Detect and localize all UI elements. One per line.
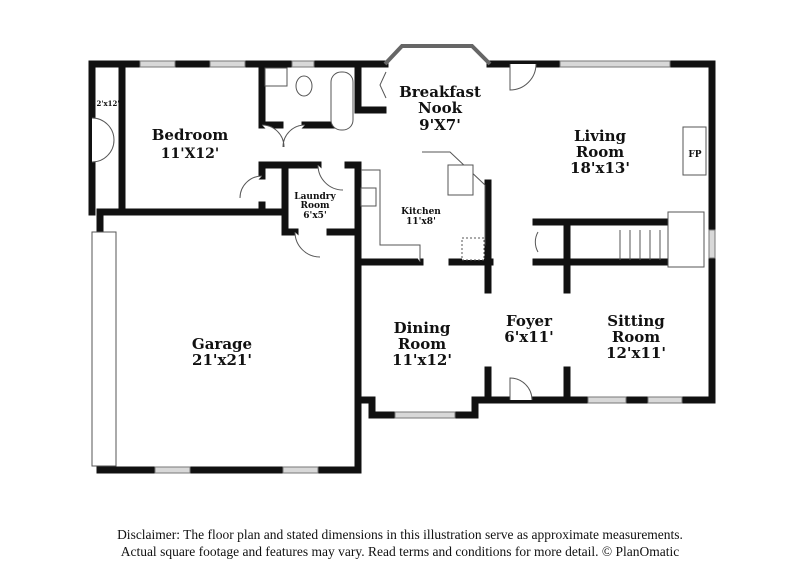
garage-dims: 21'x21': [192, 351, 252, 369]
laundry-room-dims: 6'x5': [303, 211, 326, 221]
living-room-name1: Living: [574, 127, 627, 145]
sitting-room-dims: 12'x11': [606, 344, 666, 362]
windows: [91, 44, 716, 474]
sitting-room-name2: Room: [612, 328, 660, 346]
dining-room-dims: 11'x12': [392, 351, 452, 369]
room-labels: Bedroom 11'X12' 2'x12' Breakfast Nook 9'…: [96, 83, 701, 369]
breakfast-nook-dims: 9'X7': [419, 116, 461, 134]
fireplace-label: FP: [688, 150, 701, 160]
stove-icon: [360, 187, 377, 207]
stairs: [619, 211, 705, 268]
dining-room-name1: Dining: [394, 319, 451, 337]
fixtures: [91, 63, 707, 401]
disclaimer-line-1: Disclaimer: The floor plan and stated di…: [117, 527, 683, 542]
disclaimer-line-2: Actual square footage and features may v…: [120, 544, 680, 559]
bedroom-name: Bedroom: [152, 126, 229, 144]
door[interactable]: [509, 63, 539, 401]
laundry-room-name1: Laundry: [294, 192, 336, 202]
bathtub: [330, 71, 354, 131]
closet-door[interactable]: [91, 117, 115, 163]
pantry: [461, 237, 485, 261]
breakfast-nook-name2: Nook: [418, 99, 463, 117]
kitchen-dims: 11'x8': [406, 217, 436, 227]
living-room-dims: 18'x13': [570, 159, 630, 177]
toilet-icon: [295, 75, 313, 97]
breakfast-nook-name1: Breakfast: [399, 83, 481, 101]
sitting-room-name1: Sitting: [607, 312, 665, 330]
living-room-name2: Room: [576, 143, 624, 161]
sink-icon: [264, 67, 288, 87]
kitchen-name: Kitchen: [401, 207, 441, 217]
walls: [88, 60, 716, 474]
foyer-dims: 6'x11': [504, 328, 553, 346]
disclaimer: Disclaimer: The floor plan and stated di…: [0, 526, 800, 560]
fireplace: [682, 126, 707, 176]
garage-name: Garage: [192, 335, 252, 353]
dining-room-name2: Room: [398, 335, 446, 353]
bifold-door[interactable]: [379, 71, 387, 99]
door[interactable]: [294, 164, 344, 258]
laundry-room-name2: Room: [300, 201, 329, 211]
closet-dims: 2'x12': [96, 99, 119, 108]
foyer-name: Foyer: [506, 312, 553, 330]
bedroom-dims: 11'X12': [161, 146, 219, 162]
door[interactable]: [239, 124, 306, 199]
sink-icon: [447, 164, 474, 196]
